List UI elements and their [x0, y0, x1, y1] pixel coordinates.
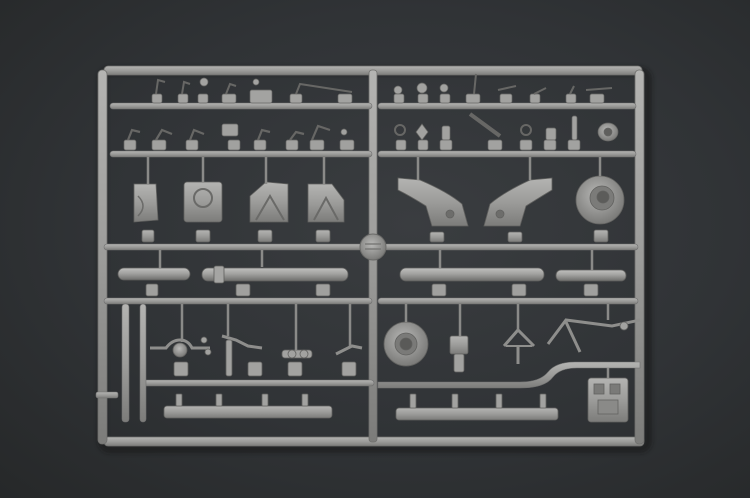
sprue-runners	[95, 102, 641, 423]
top-right-parts	[393, 73, 619, 151]
row2-left-parts	[123, 123, 355, 151]
row3-left-parts	[133, 181, 345, 243]
row3-right-parts	[397, 175, 625, 243]
gate-connectors	[146, 157, 610, 378]
barrel-parts	[117, 265, 627, 297]
center-gate	[359, 233, 387, 261]
lower-right-parts	[383, 318, 641, 423]
row1-left-parts	[151, 77, 353, 104]
lower-left-parts	[150, 334, 363, 419]
